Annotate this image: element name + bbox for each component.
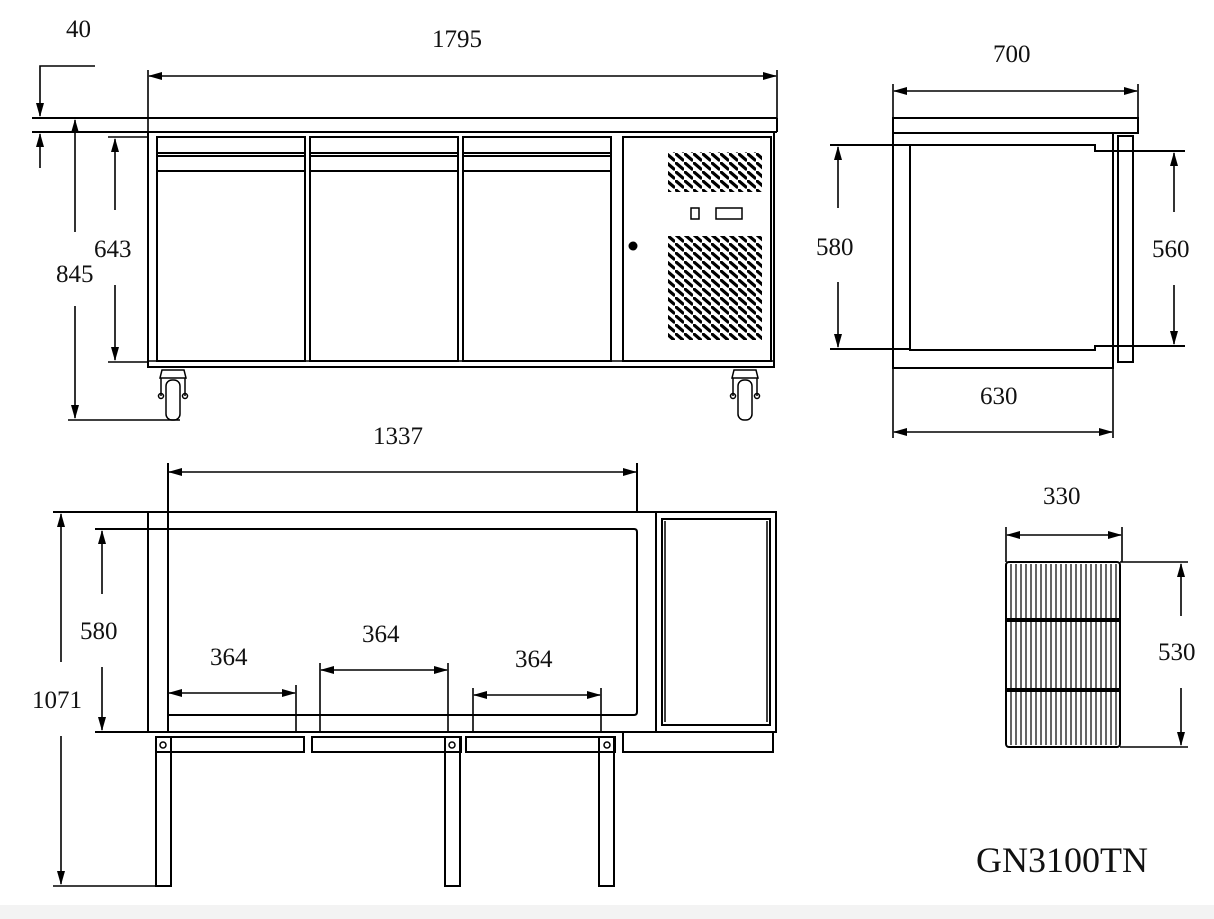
dim-worktop-thickness: 40 [66,16,91,43]
bottom-margin [0,905,1214,919]
dim-depth-overall: 700 [993,41,1031,68]
caster-left [157,369,189,421]
power-switch-icon [690,207,700,220]
front-view [32,65,778,421]
compressor-panel [622,136,772,362]
door-profile [1117,135,1134,363]
dim-shelf-width: 330 [1043,483,1081,510]
top-section-view [53,463,777,887]
caster-right [729,369,761,421]
dim-door-opening-3: 364 [515,646,553,673]
dim-interior-width: 1337 [373,423,423,450]
side-view [830,84,1185,438]
door-1 [156,136,306,362]
dim-shelf-depth: 530 [1158,639,1196,666]
dim-overall-width: 1795 [432,26,482,53]
dim-depth-body: 630 [980,383,1018,410]
dim-overall-height: 845 [56,261,94,288]
dim-cabinet-height: 643 [94,236,132,263]
dim-door-height: 560 [1152,236,1190,263]
model-number: GN3100TN [976,840,1148,880]
dim-door-opening-2: 364 [362,621,400,648]
wire-shelf [1005,527,1188,748]
door-2 [309,136,459,362]
vent-grille-upper [668,152,762,192]
door-3 [462,136,612,362]
lock-icon [628,241,638,251]
dim-depth-with-doors: 1071 [32,687,82,714]
dim-interior-height: 580 [816,234,854,261]
vent-grille-lower [668,236,762,340]
display-icon [715,207,743,220]
dim-door-opening-1: 364 [210,644,248,671]
dim-interior-depth: 580 [80,618,118,645]
